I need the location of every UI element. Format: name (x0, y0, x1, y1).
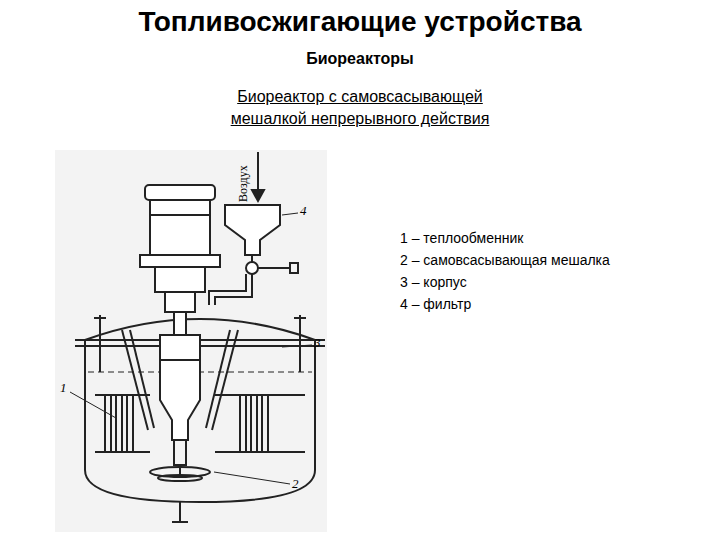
figure-ground (55, 150, 327, 532)
legend-line: 4 – фильтр (400, 296, 471, 312)
callout-number: 2 (292, 476, 299, 492)
diagram-heading: Биореактор с самовсасывающей мешалкой не… (210, 86, 510, 130)
callout-number: 4 (300, 203, 307, 219)
leader-lines (70, 213, 312, 484)
page-title: Топливосжигающие устройства (138, 6, 581, 38)
legend-line: 1 – теплообменник (400, 230, 523, 246)
air-label: Воздух (236, 165, 251, 202)
bioreactor-drawing (75, 152, 325, 522)
legend-line: 3 – корпус (400, 274, 467, 290)
callout-number: 1 (60, 380, 67, 396)
section-subtitle: Биореакторы (306, 50, 414, 68)
callout-number: 3 (314, 335, 321, 351)
legend-line: 2 – самовсасывающая мешалка (400, 252, 610, 268)
